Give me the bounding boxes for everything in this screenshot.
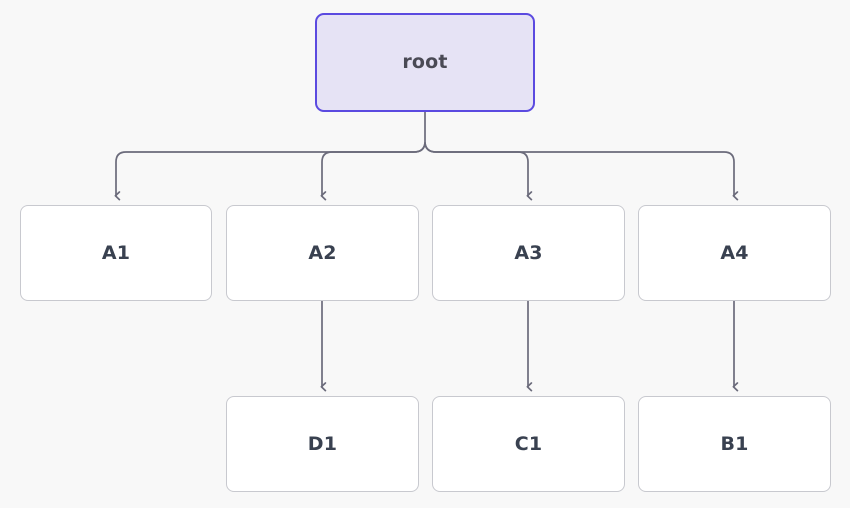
node-root-label: root xyxy=(402,51,448,73)
node-b1[interactable]: B1 xyxy=(638,396,831,492)
edge-root-to-a3 xyxy=(424,142,533,201)
node-a4-label: A4 xyxy=(720,241,749,264)
node-d1[interactable]: D1 xyxy=(226,396,419,492)
node-a1-label: A1 xyxy=(101,241,131,264)
node-d1-label: D1 xyxy=(307,432,338,455)
edge-root-to-a1 xyxy=(114,142,426,201)
node-c1[interactable]: C1 xyxy=(432,396,625,492)
node-root[interactable]: root xyxy=(315,13,535,112)
node-a2-label: A2 xyxy=(308,241,337,264)
node-b1-label: B1 xyxy=(720,432,749,455)
node-a2[interactable]: A2 xyxy=(226,205,419,301)
node-c1-label: C1 xyxy=(514,432,543,455)
node-a4[interactable]: A4 xyxy=(638,205,831,301)
node-a1[interactable]: A1 xyxy=(20,205,212,301)
edge-root-to-a4 xyxy=(424,142,739,201)
node-a3-label: A3 xyxy=(514,241,543,264)
edge-root-to-a2 xyxy=(320,142,426,201)
node-a3[interactable]: A3 xyxy=(432,205,625,301)
